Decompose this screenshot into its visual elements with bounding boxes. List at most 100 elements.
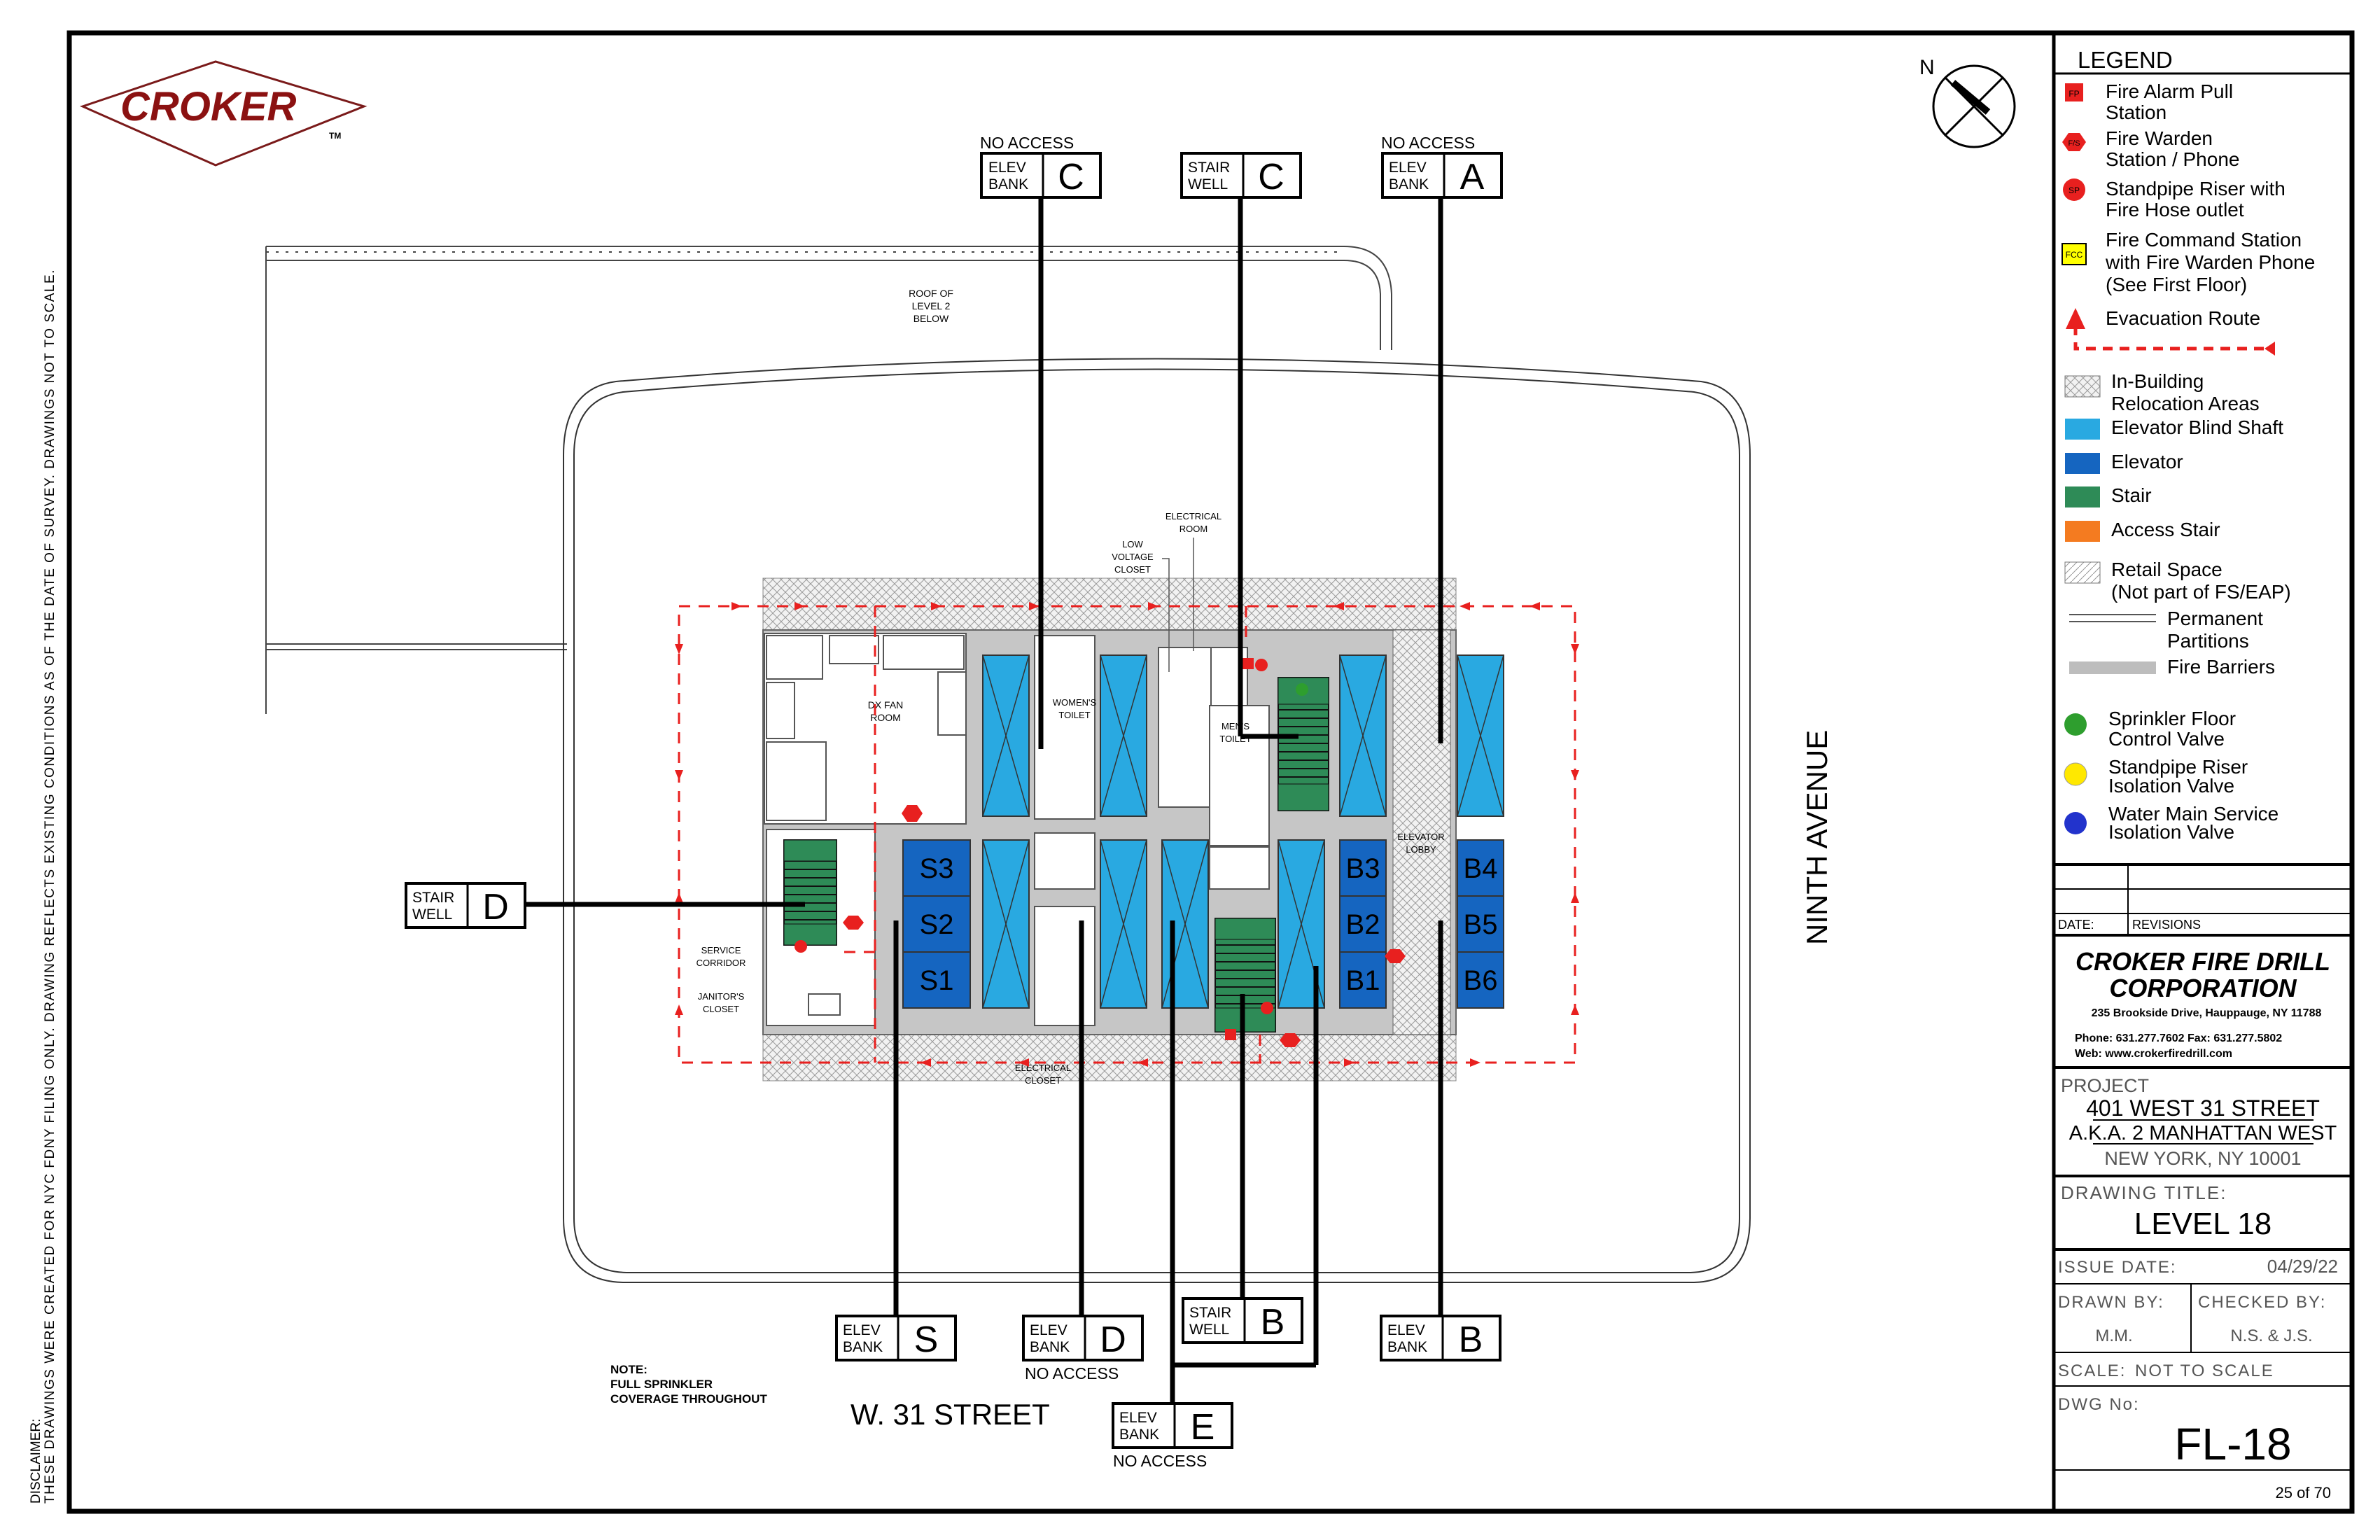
svg-text:CLOSET: CLOSET: [1025, 1075, 1061, 1086]
roof-note: ROOF OF LEVEL 2 BELOW: [909, 288, 953, 324]
svg-text:DRAWN BY:: DRAWN BY:: [2058, 1293, 2164, 1312]
water-main-icon: [2064, 812, 2087, 834]
svg-text:NO ACCESS: NO ACCESS: [1025, 1364, 1119, 1382]
svg-text:NO ACCESS: NO ACCESS: [980, 134, 1074, 152]
callout-elev-bank-b: ELEV BANK B: [1380, 1315, 1502, 1362]
svg-text:ISSUE DATE:: ISSUE DATE:: [2058, 1258, 2177, 1277]
disclaimer-text: THESE DRAWINGS WERE CREATED FOR NYC FDNY…: [43, 269, 57, 1504]
project-address: 401 WEST 31 STREET: [2086, 1096, 2320, 1121]
svg-text:Fire Barriers: Fire Barriers: [2167, 656, 2275, 678]
callout-elev-bank-e: ELEV BANK E NO ACCESS: [1112, 1402, 1233, 1470]
sheet-border: [66, 30, 2355, 1514]
svg-text:Sprinkler Floor: Sprinkler Floor: [2108, 708, 2236, 729]
svg-text:FP: FP: [2068, 89, 2079, 99]
svg-text:LOW: LOW: [1122, 539, 1143, 550]
svg-text:D: D: [1100, 1320, 1126, 1360]
svg-text:ELEV: ELEV: [1389, 160, 1427, 176]
svg-text:STAIR: STAIR: [1189, 1305, 1231, 1321]
standpipe-icon: [2063, 178, 2085, 201]
svg-text:Water Main Service: Water Main Service: [2108, 803, 2278, 825]
svg-text:Standpipe Riser: Standpipe Riser: [2108, 756, 2248, 778]
womens-toilet-label: WOMEN'S: [1053, 697, 1097, 708]
womens-toilet: [1034, 635, 1096, 820]
fire-alarm-icon: [2065, 83, 2083, 102]
svg-text:CHECKED BY:: CHECKED BY:: [2198, 1293, 2326, 1312]
svg-text:235 Brookside Drive, Hauppauge: 235 Brookside Drive, Hauppauge, NY 11788: [2092, 1007, 2322, 1019]
low-voltage-closet: [1158, 647, 1212, 808]
callout-elev-bank-s: ELEV BANK S: [835, 1315, 957, 1362]
access-stair-swatch: [2065, 521, 2100, 542]
elevator-b1: B1: [1346, 965, 1380, 996]
svg-text:ELEV: ELEV: [988, 160, 1026, 176]
evacuation-arrows: [675, 602, 1579, 1067]
svg-text:FCC: FCC: [2066, 250, 2083, 260]
svg-text:NEW YORK, NY 10001: NEW YORK, NY 10001: [2104, 1148, 2301, 1169]
svg-text:ELEV: ELEV: [1119, 1410, 1157, 1426]
svg-text:BANK: BANK: [1387, 1339, 1427, 1355]
retail-swatch: [2064, 561, 2101, 584]
svg-text:JANITOR'S: JANITOR'S: [698, 991, 745, 1002]
svg-text:DWG No:: DWG No:: [2058, 1395, 2140, 1414]
roof-level-2: [265, 246, 1392, 714]
fire-warden-icon: [2062, 133, 2086, 151]
svg-text:BANK: BANK: [988, 176, 1028, 192]
logo-wordmark: CROKER: [120, 84, 296, 130]
svg-text:Evacuation Route: Evacuation Route: [2106, 307, 2260, 329]
svg-text:LOBBY: LOBBY: [1406, 844, 1436, 855]
callout-leaders: [525, 197, 1443, 1404]
svg-text:A: A: [1460, 157, 1485, 197]
svg-text:LEVEL 2: LEVEL 2: [912, 300, 951, 312]
svg-text:Web: www.crokerfiredrill.com: Web: www.crokerfiredrill.com: [2075, 1048, 2232, 1060]
svg-text:WELL: WELL: [412, 906, 452, 923]
svg-text:CORRIDOR: CORRIDOR: [696, 958, 746, 968]
svg-text:Partitions: Partitions: [2167, 630, 2249, 652]
mens-toilet-label: MEN'S: [1222, 721, 1250, 732]
disclaimer: DISCLAIMER: THESE DRAWINGS WERE CREATED …: [29, 269, 57, 1504]
svg-text:Station: Station: [2106, 102, 2166, 123]
svg-text:STAIR: STAIR: [1188, 160, 1230, 176]
svg-text:A.K.A. 2 MANHATTAN WEST: A.K.A. 2 MANHATTAN WEST: [2069, 1122, 2337, 1144]
company-name: CROKER FIRE DRILL: [2076, 947, 2330, 976]
elevator-b6: B6: [1464, 965, 1498, 996]
svg-text:Stair: Stair: [2111, 484, 2152, 506]
elevator-s1: S1: [920, 965, 954, 996]
svg-text:C: C: [1058, 157, 1084, 197]
callout-stair-well-b: STAIR WELL B: [1182, 1297, 1303, 1344]
street-east-label: NINTH AVENUE: [1800, 730, 1833, 945]
svg-text:Elevator: Elevator: [2111, 451, 2183, 472]
callout-elev-bank-a: NO ACCESS ELEV BANK A: [1381, 134, 1503, 199]
page-number: 25 of 70: [2275, 1484, 2331, 1502]
svg-text:ELEV: ELEV: [1387, 1322, 1425, 1338]
svg-text:E: E: [1191, 1407, 1215, 1448]
svg-text:ROOM: ROOM: [1180, 524, 1208, 534]
svg-text:BANK: BANK: [1030, 1339, 1070, 1355]
svg-text:ROOF OF: ROOF OF: [909, 288, 953, 299]
svg-text:PROJECT: PROJECT: [2061, 1075, 2149, 1096]
plan-fire-symbols: [794, 658, 1406, 1047]
svg-text:Control Valve: Control Valve: [2108, 728, 2225, 750]
elevator-b2: B2: [1346, 909, 1380, 940]
riser-isolation-icon: [2064, 762, 2087, 786]
svg-text:F/S: F/S: [2068, 139, 2080, 148]
disclaimer-label: DISCLAIMER:: [29, 1419, 43, 1504]
fire-barrier-swatch: [2069, 662, 2156, 674]
svg-text:DRAWING TITLE:: DRAWING TITLE:: [2061, 1182, 2227, 1203]
stair-swatch: [2065, 486, 2100, 507]
svg-text:Fire Warden: Fire Warden: [2106, 127, 2213, 149]
svg-text:Relocation Areas: Relocation Areas: [2111, 393, 2260, 414]
svg-text:Permanent: Permanent: [2167, 608, 2263, 629]
svg-text:C: C: [1258, 157, 1284, 197]
svg-text:Phone: 631.277.7602 Fax: 631.: Phone: 631.277.7602 Fax: 631.277.5802: [2075, 1032, 2282, 1044]
svg-text:Retail Space: Retail Space: [2111, 559, 2222, 580]
elevator-b3: B3: [1346, 853, 1380, 884]
svg-text:NO ACCESS: NO ACCESS: [1381, 134, 1475, 152]
relocation-swatch: [2064, 375, 2101, 398]
svg-text:B: B: [1261, 1302, 1285, 1343]
svg-text:TOILET: TOILET: [1058, 710, 1090, 720]
svg-text:Fire Alarm Pull: Fire Alarm Pull: [2106, 80, 2233, 102]
callout-stair-well-d: STAIR WELL D: [405, 882, 526, 929]
street-south-label: W. 31 STREET: [850, 1398, 1050, 1431]
svg-text:CLOSET: CLOSET: [1114, 564, 1151, 575]
svg-text:M.M.: M.M.: [2095, 1326, 2132, 1345]
